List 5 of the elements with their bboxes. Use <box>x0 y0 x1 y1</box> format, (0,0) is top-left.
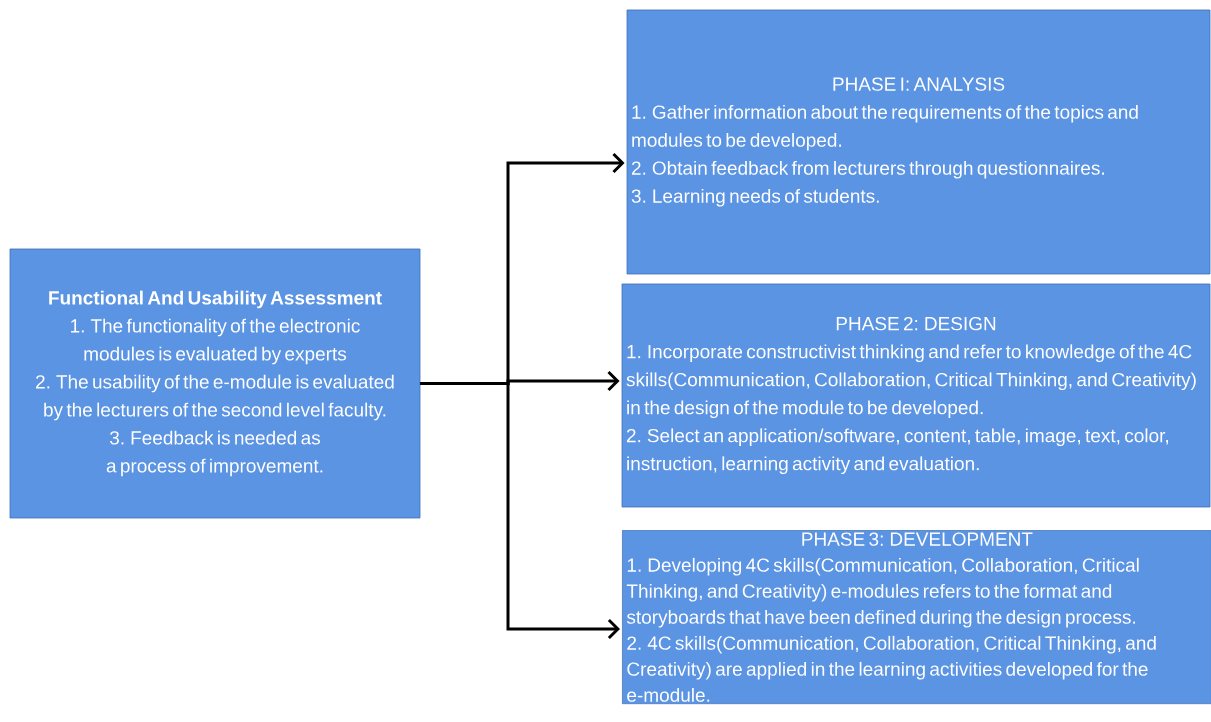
process-box: PHASE I: ANALYSIS 1. Gather information about the requirements of the topics and modules to be developed. 2. Obtain feedback from lecturers through questionnaires. 3. Learning needs of students. <box>626 9 1211 275</box>
process-box: Functional And Usability Assessment 1. The functionality of the electronic modules is evaluated by experts 2. The usability of the e-module is evaluated by the lecturers of the second level faculty. 3. Feedback is needed as a process of improvement. <box>9 248 421 519</box>
arrow <box>420 382 620 640</box>
process-box: PHASE 3: DEVELOPMENT 1. Developing 4C skills(Communication, Collaboration, Critical Thinking, and Creativity) e-modules refers to the format and storyboards that have been defined during the design process. 2. 4C skills(Communication, Collaboration, Critical Thinking, and Creativity) are applied in the learning activities developed for the e-module. <box>622 530 1211 705</box>
process-box: PHASE 2: DESIGN 1. Incorporate constructivist thinking and refer to knowledge of the 4C skills(Communication, Collaboration, Critical Thinking, and Creativity) in the design of the module to be developed. 2. Select an application/software, content, table, image, text, color, instruction, learning activity and evaluation. <box>621 283 1211 508</box>
